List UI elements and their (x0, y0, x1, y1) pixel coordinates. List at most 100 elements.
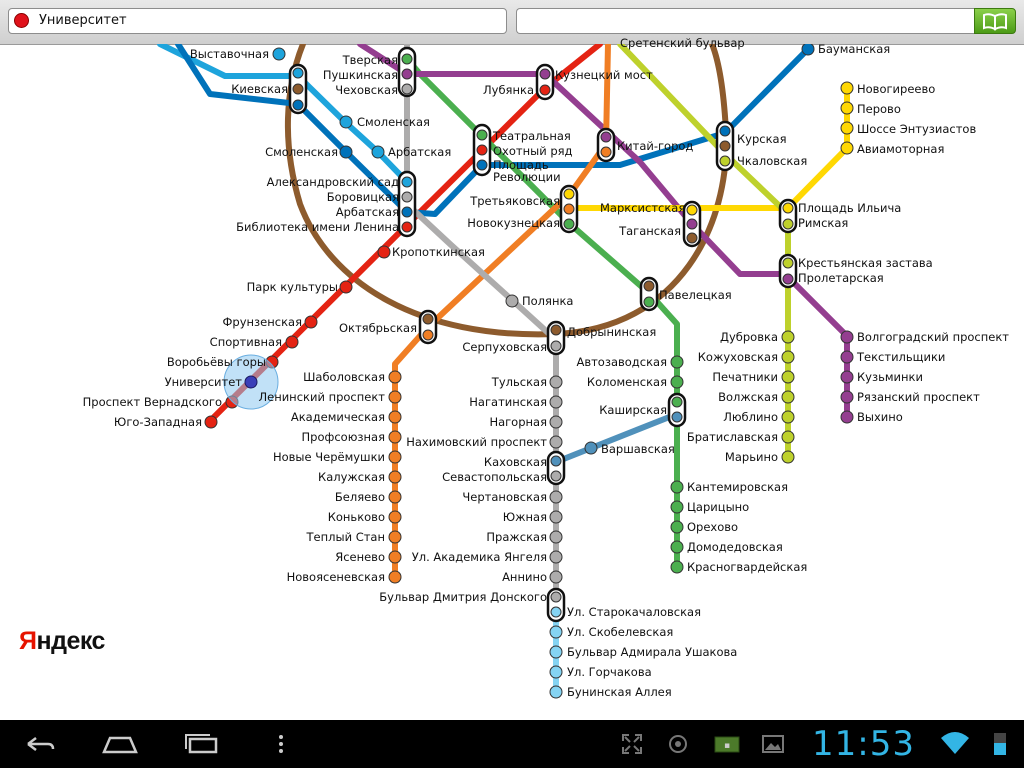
station-teatralnaya[interactable]: Театральная (493, 129, 571, 143)
station-yugo-zapadnaya[interactable]: Юго-Западная (113, 415, 202, 429)
station-bulvar-admirala-ushakova[interactable]: Бульвар Адмирала Ушакова (567, 645, 738, 659)
station-dubrovka[interactable]: Дубровка (720, 330, 778, 344)
station-arbatskaya-fil[interactable]: Арбатская (388, 145, 452, 159)
station-smolenskaya-arb[interactable]: Смоленская (265, 145, 338, 159)
station-konkovo[interactable]: Коньково (327, 510, 385, 524)
station-aleksandrovsky-sad[interactable]: Александровский сад (266, 175, 399, 189)
station-pushkinskaya[interactable]: Пушкинская (322, 68, 398, 82)
station-kolomenskaya[interactable]: Коломенская (586, 375, 667, 389)
station-varshavskaya[interactable]: Варшавская (601, 442, 675, 456)
station-bulvar-dmitriya-donskogo[interactable]: Бульвар Дмитрия Донского (379, 590, 547, 604)
station-ul-skobelevskaya[interactable]: Ул. Скобелевская (567, 625, 674, 639)
station-kurskaya[interactable]: Курская (737, 132, 787, 146)
station-taganskaya[interactable]: Таганская (619, 224, 681, 238)
station-prazhskaya[interactable]: Пражская (486, 530, 547, 544)
station-proletarskaya[interactable]: Пролетарская (798, 271, 884, 285)
station-dobryninskaya[interactable]: Добрынинская (567, 325, 657, 339)
station-profsoyuznaya[interactable]: Профсоюзная (301, 430, 385, 444)
station-chertanovskaya[interactable]: Чертановская (462, 490, 547, 504)
station-avtozavodskaya[interactable]: Автозаводская (576, 355, 667, 369)
station-marksistskaya[interactable]: Марксистская (600, 201, 686, 215)
station-pechatniki[interactable]: Печатники (712, 370, 778, 384)
station-kropotkinskaya[interactable]: Кропоткинская (392, 245, 485, 259)
menu-icon[interactable] (272, 732, 290, 756)
station-ploshchad-ilicha[interactable]: Площадь Ильича (798, 201, 902, 215)
station-ul-gorchakova[interactable]: Ул. Горчакова (567, 665, 652, 679)
station-baumanskaya[interactable]: Бауманская (818, 42, 891, 56)
station-buninskaya-alleya[interactable]: Бунинская Аллея (567, 685, 672, 699)
station-ul-akademika-yangelya[interactable]: Ул. Академика Янгеля (411, 550, 547, 564)
to-station-input[interactable] (521, 11, 965, 33)
station-tekstilshchiki[interactable]: Текстильщики (857, 350, 946, 364)
station-domodedovskaya[interactable]: Домодедовская (687, 540, 783, 554)
station-yasenevo[interactable]: Ясенево (335, 550, 385, 564)
station-borovitskaya[interactable]: Боровицкая (326, 190, 399, 204)
station-nakhimovsky-prospekt[interactable]: Нахимовский проспект (406, 435, 547, 449)
station-tverskaya[interactable]: Тверская (342, 53, 398, 67)
station-vykhino[interactable]: Выхино (857, 410, 903, 424)
station-annino[interactable]: Аннино (502, 570, 547, 584)
station-prospekt-vernadskogo[interactable]: Проспект Вернадского (82, 395, 222, 409)
station-kitay-gorod[interactable]: Китай-город (617, 139, 694, 153)
station-novoyasenevskaya[interactable]: Новоясеневская (286, 570, 385, 584)
metro-map[interactable]: Выставочная Киевская Смоленская Смоленск… (0, 36, 1024, 720)
station-novokuznetskaya[interactable]: Новокузнецкая (467, 216, 560, 230)
station-park-kultury[interactable]: Парк культуры (246, 280, 338, 294)
station-paveletskaya[interactable]: Павелецкая (659, 288, 732, 302)
station-oktyabrskaya[interactable]: Октябрьская (338, 321, 417, 335)
station-leninsky-prospekt[interactable]: Ленинский проспект (258, 390, 385, 404)
station-kozhukhovskaya[interactable]: Кожуховская (697, 350, 778, 364)
station-novogireevo[interactable]: Новогиреево (857, 82, 936, 96)
station-kievskaya[interactable]: Киевская (231, 82, 288, 96)
station-serpukhovskaya[interactable]: Серпуховская (462, 340, 547, 354)
station-novye-cheryomushki[interactable]: Новые Черёмушки (272, 450, 385, 464)
station-kaluzhskaya[interactable]: Калужская (318, 470, 385, 484)
from-station-field[interactable]: Университет (8, 8, 507, 34)
station-frunzenskaya[interactable]: Фрунзенская (222, 315, 302, 329)
station-aviamotornaya[interactable]: Авиамоторная (857, 142, 945, 156)
station-orekhovo[interactable]: Орехово (687, 520, 739, 534)
station-ploshchad-revolyutsii[interactable]: Площадь Революции (493, 158, 561, 184)
recents-icon[interactable] (182, 732, 220, 756)
station-ryazansky-prospekt[interactable]: Рязанский проспект (857, 390, 980, 404)
station-kashirskaya[interactable]: Каширская (599, 403, 667, 417)
station-sportivnaya[interactable]: Спортивная (209, 335, 282, 349)
station-lyublino[interactable]: Люблино (723, 410, 778, 424)
station-tulskaya[interactable]: Тульская (491, 375, 547, 389)
station-chkalovskaya[interactable]: Чкаловская (737, 154, 808, 168)
station-tsaritsyno[interactable]: Царицыно (687, 500, 750, 514)
station-lubyanka[interactable]: Лубянка (483, 83, 534, 97)
station-okhotny-ryad[interactable]: Охотный ряд (493, 144, 573, 158)
station-nagornaya[interactable]: Нагорная (489, 415, 547, 429)
station-kuzminki[interactable]: Кузьминки (857, 370, 923, 384)
station-shabolovskaya[interactable]: Шаболовская (303, 370, 385, 384)
station-kakhovskaya[interactable]: Каховская (483, 455, 547, 469)
station-sretensky-bulvar[interactable]: Сретенский бульвар (620, 36, 745, 50)
station-kuznetsky-most[interactable]: Кузнецкий мост (555, 68, 653, 82)
station-universitet[interactable]: Университет (164, 375, 242, 389)
station-list-button[interactable] (974, 8, 1016, 34)
station-yuzhnaya[interactable]: Южная (502, 510, 547, 524)
station-volzhskaya[interactable]: Волжская (718, 390, 778, 404)
station-ul-starokachalovskaya[interactable]: Ул. Старокачаловская (567, 605, 702, 619)
station-smolenskaya-fil[interactable]: Смоленская (357, 115, 430, 129)
station-polyanka[interactable]: Полянка (522, 294, 574, 308)
station-shosse-entuziastov[interactable]: Шоссе Энтузиастов (857, 122, 977, 136)
station-rimskaya[interactable]: Римская (798, 216, 849, 230)
station-biblioteka-lenina[interactable]: Библиотека имени Ленина (236, 220, 399, 234)
station-volgogradsky-prospekt[interactable]: Волгоградский проспект (857, 330, 1009, 344)
station-nagatinskaya[interactable]: Нагатинская (469, 395, 547, 409)
fullscreen-icon[interactable] (620, 732, 644, 756)
station-arbatskaya-arb[interactable]: Арбатская (335, 205, 399, 219)
station-tretyakovskaya[interactable]: Третьяковская (470, 194, 560, 208)
to-station-field[interactable] (516, 8, 974, 34)
station-chekhovskaya[interactable]: Чеховская (335, 83, 398, 97)
station-vystavochnaya[interactable]: Выставочная (189, 47, 269, 61)
station-tyoply-stan[interactable]: Теплый Стан (306, 530, 385, 544)
station-belyaevo[interactable]: Беляево (334, 490, 385, 504)
station-krestyanskaya-zastava[interactable]: Крестьянская застава (798, 256, 933, 270)
back-icon[interactable] (22, 732, 58, 756)
station-maryino[interactable]: Марьино (724, 450, 778, 464)
station-sevastopolskaya[interactable]: Севастопольская (442, 470, 547, 484)
station-vorobyovy-gory[interactable]: Воробьёвы горы (166, 355, 266, 369)
